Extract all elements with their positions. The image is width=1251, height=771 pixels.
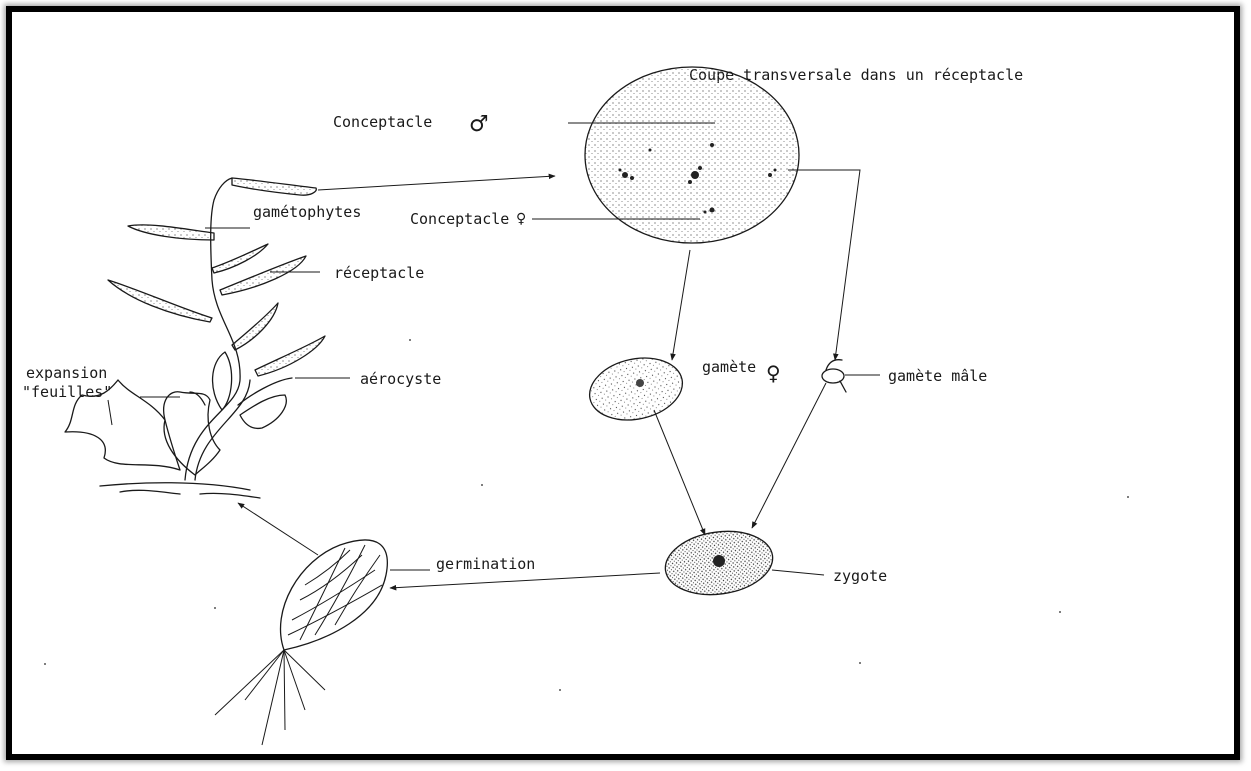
label-receptacle: réceptacle [334,264,424,282]
arrow-female-to-zygote [654,410,705,535]
label-germination: germination [436,555,535,573]
zygote-nucleus [713,555,725,567]
label-gametophytes: gamétophytes [253,203,361,221]
germinating-embryo [215,540,387,745]
label-gamete-male: gamète mâle [888,367,987,385]
female-symbol: ♀ [516,211,526,227]
female-symbol-gamete: ♀ [766,361,781,385]
receptacle-cross-section [585,67,799,243]
arrow-male-to-zygote [752,383,826,528]
label-conceptacle-male: Conceptacle [333,113,432,131]
label-conceptacle-female: Conceptacle [410,210,509,228]
female-gamete-nucleus [636,379,644,387]
arrow-germination [390,573,660,588]
male-symbol: ♂ [469,112,489,137]
paper-specks [44,339,1129,691]
label-aerocyste: aérocyste [360,370,441,388]
arrow-to-female-gamete [672,250,690,360]
label-expansion: expansion [26,364,107,382]
adult-plant [65,178,325,498]
label-zygote: zygote [833,567,887,585]
female-gamete [584,350,688,428]
arrow-to-male-gamete [788,170,860,360]
label-feuilles: "feuilles" [22,383,112,401]
male-gamete [822,360,880,392]
arrow-to-adult-plant [238,503,318,555]
label-gamete-female: gamète [702,358,756,376]
arrow-to-cross-section [318,176,555,190]
leader-expansion-2 [108,400,112,425]
leader-zygote [772,570,824,575]
